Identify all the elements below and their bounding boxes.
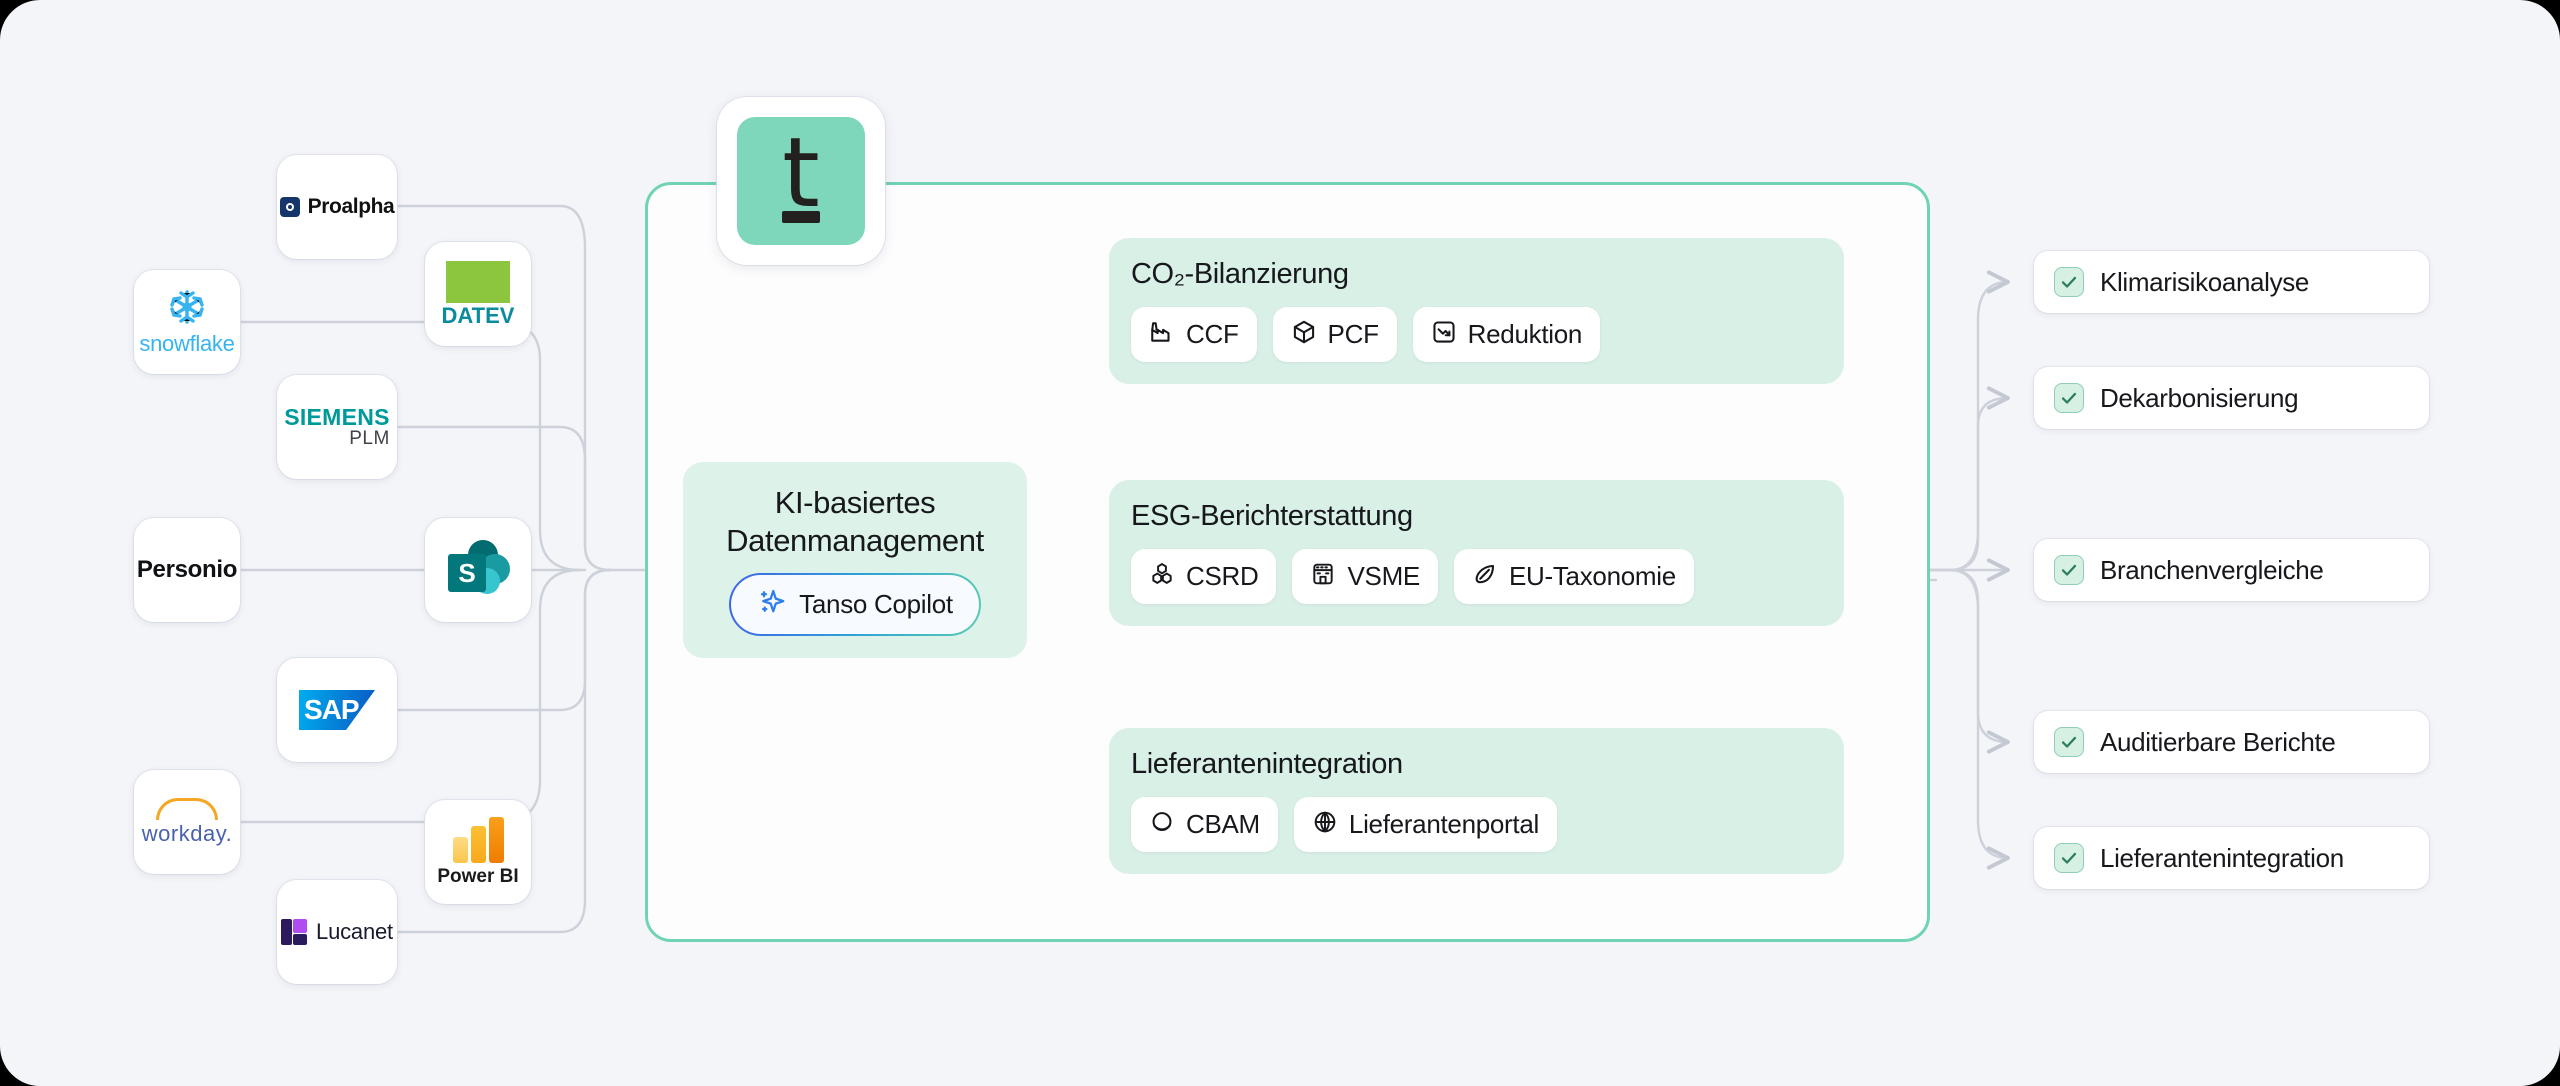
chip-cbam[interactable]: CBAM: [1131, 797, 1278, 852]
source-card-proalpha[interactable]: Proalpha: [277, 155, 397, 259]
feature-group-co2: CO₂-Bilanzierung CCF PCF: [1109, 238, 1844, 384]
molecule-icon: [1149, 561, 1175, 592]
store-icon: [1310, 561, 1336, 592]
trend-down-icon: [1431, 319, 1457, 350]
chip-vsme[interactable]: VSME: [1292, 549, 1438, 604]
chip-reduktion[interactable]: Reduktion: [1412, 307, 1601, 362]
outcome-label: Dekarbonisierung: [2100, 382, 2299, 413]
outcome-card-klimarisikoanalyse[interactable]: Klimarisikoanalyse: [2034, 251, 2429, 313]
sap-logo: SAP: [299, 690, 375, 730]
outcome-card-auditierbare-berichte[interactable]: Auditierbare Berichte: [2034, 711, 2429, 773]
check-square-icon: [2054, 267, 2084, 297]
chip-eu-taxonomie-label: EU-Taxonomie: [1508, 561, 1676, 591]
personio-logo: Personio: [136, 556, 238, 583]
chip-lieferantenportal[interactable]: Lieferantenportal: [1293, 797, 1557, 852]
coin-icon: [1149, 809, 1175, 840]
power-bi-logo: Power BI: [437, 816, 519, 888]
outcome-card-dekarbonisierung[interactable]: Dekarbonisierung: [2034, 367, 2429, 429]
chip-vsme-label: VSME: [1347, 561, 1420, 591]
check-square-icon: [2054, 843, 2084, 873]
datev-logo: DATEV: [442, 261, 514, 327]
chip-pcf[interactable]: PCF: [1272, 307, 1397, 362]
leaf-icon: [1472, 561, 1498, 592]
source-card-workday[interactable]: workday.: [134, 770, 240, 874]
feature-group-esg: ESG-Berichterstattung CSRD: [1109, 480, 1844, 626]
globe-icon: [1312, 809, 1338, 840]
source-card-sharepoint[interactable]: S: [425, 518, 531, 622]
chip-eu-taxonomie[interactable]: EU-Taxonomie: [1453, 549, 1694, 604]
source-card-personio[interactable]: Personio: [134, 518, 240, 622]
feature-group-co2-heading: CO₂-Bilanzierung: [1131, 258, 1349, 290]
check-square-icon: [2054, 727, 2084, 757]
source-card-lucanet[interactable]: Lucanet: [277, 880, 397, 984]
feature-group-supplier-heading: Lieferantenintegration: [1131, 748, 1403, 780]
siemens-plm-logo: SIEMENS PLM: [284, 403, 390, 450]
ai-title-line1: KI-basiertes: [774, 484, 936, 520]
source-card-datev[interactable]: DATEV: [425, 242, 531, 346]
lucanet-logo: Lucanet: [281, 919, 393, 945]
chip-pcf-label: PCF: [1327, 319, 1379, 349]
tanso-logo-tile: t: [737, 117, 865, 245]
feature-group-esg-heading: ESG-Berichterstattung: [1131, 500, 1413, 532]
factory-icon: [1149, 319, 1175, 350]
snowflake-logo: snowflake: [139, 287, 235, 357]
outcome-label: Lieferantenintegration: [2100, 842, 2344, 873]
source-card-powerbi[interactable]: Power BI: [425, 800, 531, 904]
cube-icon: [1291, 319, 1317, 350]
tanso-logo-badge: t: [717, 97, 885, 265]
outcome-card-branchenvergleiche[interactable]: Branchenvergleiche: [2034, 539, 2429, 601]
sharepoint-logo: S: [446, 540, 510, 600]
tanso-logo-underline: [782, 211, 820, 223]
ai-box-title: KI-basiertes Datenmanagement: [726, 484, 984, 560]
chip-lieferantenportal-label: Lieferantenportal: [1348, 809, 1539, 839]
tanso-copilot-label: Tanso Copilot: [799, 589, 953, 620]
outcome-label: Klimarisikoanalyse: [2100, 266, 2309, 297]
chip-csrd[interactable]: CSRD: [1131, 549, 1277, 604]
ai-data-management-box: KI-basiertes Datenmanagement Tanso Copil…: [683, 462, 1027, 658]
ai-title-line2: Datenmanagement: [726, 522, 984, 558]
proalpha-logo: Proalpha: [279, 195, 395, 219]
source-card-snowflake[interactable]: snowflake: [134, 270, 240, 374]
chip-ccf-label: CCF: [1186, 319, 1239, 349]
chip-csrd-label: CSRD: [1186, 561, 1259, 591]
outcome-label: Branchenvergleiche: [2100, 554, 2324, 585]
chip-ccf[interactable]: CCF: [1131, 307, 1257, 362]
tanso-copilot-button[interactable]: Tanso Copilot: [729, 573, 981, 636]
chip-cbam-label: CBAM: [1186, 809, 1260, 839]
check-square-icon: [2054, 555, 2084, 585]
chip-reduktion-label: Reduktion: [1467, 319, 1583, 349]
outcome-card-lieferantenintegration[interactable]: Lieferantenintegration: [2034, 827, 2429, 889]
workday-logo: workday.: [142, 797, 232, 847]
check-square-icon: [2054, 383, 2084, 413]
tanso-logo-glyph: t: [782, 117, 820, 230]
sparkles-icon: [757, 587, 787, 622]
source-card-sap[interactable]: SAP: [277, 658, 397, 762]
outcome-label: Auditierbare Berichte: [2100, 726, 2336, 757]
feature-group-supplier: Lieferantenintegration CBAM: [1109, 728, 1844, 874]
source-card-siemens-plm[interactable]: SIEMENS PLM: [277, 375, 397, 479]
